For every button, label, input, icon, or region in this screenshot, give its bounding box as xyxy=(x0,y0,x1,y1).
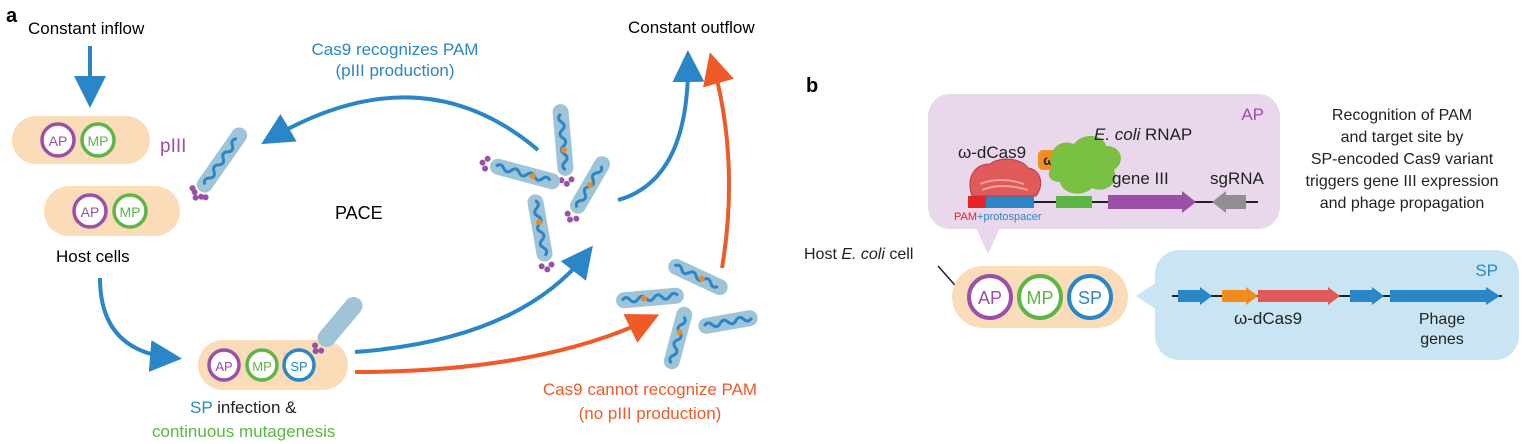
promoter-block xyxy=(1056,196,1092,208)
svg-text:SP: SP xyxy=(1078,288,1102,308)
svg-text:AP: AP xyxy=(49,133,68,149)
ap-plasmid: AP xyxy=(207,348,241,382)
constant-inflow-label: Constant inflow xyxy=(28,19,145,38)
panel-b-label: b xyxy=(806,75,818,97)
piii-label: pIII xyxy=(160,136,186,157)
host-cells-label: Host cells xyxy=(56,247,130,266)
infection-label: SP infection & xyxy=(190,398,297,417)
sgrna-label: sgRNA xyxy=(1210,169,1265,188)
sp-plasmid: SP xyxy=(1067,274,1113,320)
infection-to-production-arrow xyxy=(354,245,593,354)
omega-gene-arrow xyxy=(1222,287,1258,305)
svg-text:MP: MP xyxy=(88,133,109,149)
omega-dcas9-label: ω-dCas9 xyxy=(958,143,1026,162)
svg-text:MP: MP xyxy=(252,359,272,374)
ap-plasmid: AP xyxy=(72,193,108,229)
outflow-blue-arrow xyxy=(617,50,705,202)
sp-plasmid: SP xyxy=(282,348,316,382)
svg-text:SP: SP xyxy=(290,359,307,374)
mp-plasmid: MP xyxy=(1017,274,1063,320)
sp-gene-arrow xyxy=(1350,287,1384,305)
panel-a-label: a xyxy=(6,5,18,27)
phage-cluster-no-piii xyxy=(616,258,758,370)
mp-plasmid: MP xyxy=(112,193,148,229)
pam-block xyxy=(968,196,986,208)
outflow-orange-arrow xyxy=(703,52,734,269)
dcas9-shape xyxy=(969,158,1042,197)
ap-plasmid: AP xyxy=(40,122,76,158)
host-cell-bottom: AP MP xyxy=(44,186,180,236)
constant-outflow-label: Constant outflow xyxy=(628,18,755,37)
phage-genes-line1: Phage xyxy=(1419,311,1465,328)
cannot-line1: Cas9 cannot recognize PAM xyxy=(543,380,757,399)
recognizes-arrow xyxy=(261,95,540,152)
protospacer-block xyxy=(986,196,1034,208)
cannot-line2: (no pIII production) xyxy=(579,404,722,423)
ap-plasmid: AP xyxy=(967,274,1013,320)
recognizes-line2: (pIII production) xyxy=(335,61,454,80)
host-ecoli-label: Host E. coli cell xyxy=(804,246,913,263)
svg-text:triggers gene III expression: triggers gene III expression xyxy=(1306,173,1499,190)
mp-plasmid: MP xyxy=(80,122,116,158)
svg-text:and target site by: and target site by xyxy=(1341,129,1464,146)
sp-gene-arrow xyxy=(1178,287,1212,305)
sp-tag: SP xyxy=(1475,261,1498,280)
description-text: Recognition of PAM and target site by SP… xyxy=(1306,107,1499,212)
svg-text:AP: AP xyxy=(215,359,232,374)
to-infection-arrow xyxy=(98,277,182,372)
host-cell-top: AP MP xyxy=(12,116,150,164)
phage-genes-line2: genes xyxy=(1420,331,1464,348)
recognizes-line1: Cas9 recognizes PAM xyxy=(312,40,479,59)
infected-host-cell: AP MP SP xyxy=(198,296,363,390)
panel-b-host-cell: AP MP SP xyxy=(952,266,1128,328)
sgrna-arrow xyxy=(1212,191,1246,213)
rnap-label: E. coli RNAP xyxy=(1094,125,1192,144)
phage-with-piii xyxy=(189,127,248,201)
phage-genes-arrow xyxy=(1390,287,1500,305)
rnap-shape xyxy=(1048,135,1121,194)
phage-cluster-piii xyxy=(479,104,610,273)
pace-label: PACE xyxy=(335,203,383,223)
svg-text:AP: AP xyxy=(81,204,100,220)
svg-text:MP: MP xyxy=(1027,288,1054,308)
mp-plasmid: MP xyxy=(245,348,279,382)
svg-text:AP: AP xyxy=(978,288,1002,308)
svg-text:Recognition of PAM: Recognition of PAM xyxy=(1332,107,1472,124)
mutagenesis-label: continuous mutagenesis xyxy=(152,422,335,441)
sp-omega-dcas9-label: ω-dCas9 xyxy=(1234,309,1302,328)
dcas9-gene-arrow xyxy=(1258,287,1340,305)
gene-iii-label: gene III xyxy=(1112,169,1169,188)
infecting-phage xyxy=(312,296,363,355)
svg-text:and phage propagation: and phage propagation xyxy=(1320,195,1485,212)
sp-callout xyxy=(1136,250,1519,360)
gene-iii-arrow xyxy=(1108,191,1196,213)
svg-text:MP: MP xyxy=(120,204,141,220)
ap-tag: AP xyxy=(1241,105,1264,124)
no-production-arrow xyxy=(354,314,660,374)
svg-text:SP-encoded Cas9 variant: SP-encoded Cas9 variant xyxy=(1311,151,1494,168)
pam-protospacer-label: PAM+protospacer xyxy=(954,211,1042,223)
